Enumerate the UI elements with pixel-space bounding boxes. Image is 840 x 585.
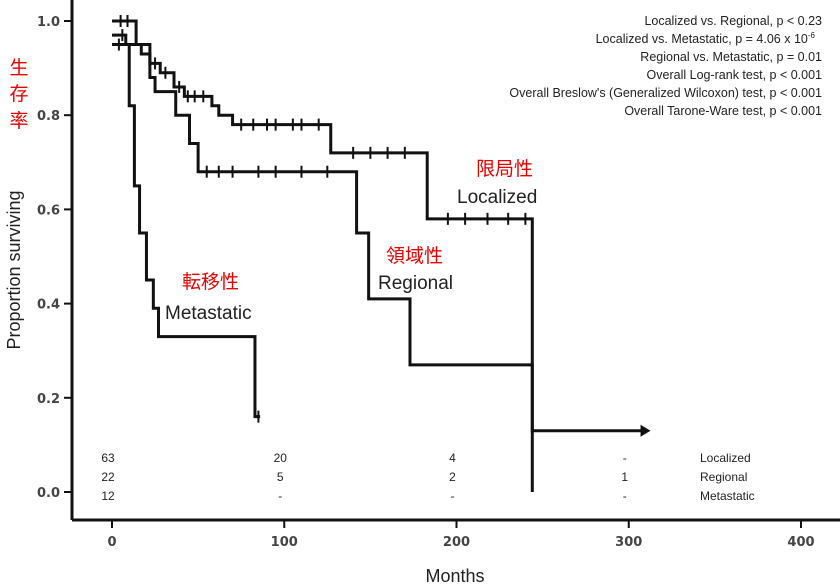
localized-arrow-icon	[640, 424, 651, 437]
censor-marks	[117, 15, 651, 437]
risk-regional-2: 2	[449, 470, 456, 484]
y-label-jp-3: 率	[9, 110, 28, 132]
metastatic-curve	[112, 33, 261, 419]
risk-localized-0: 63	[101, 451, 115, 465]
localized-label-jp: 限局性	[476, 158, 533, 180]
x-tick-label-3: 300	[615, 535, 642, 550]
localized-curve	[112, 19, 643, 433]
risk-regional-0: 22	[101, 470, 115, 484]
x-tick-label-2: 200	[443, 535, 470, 550]
stat-line-2: Localized vs. Metastatic, p = 4.06 x 10-…	[596, 31, 816, 46]
risk-label-localized: Localized	[700, 451, 751, 465]
stat-line-3: Regional vs. Metastatic, p = 0.01	[640, 50, 822, 64]
regional-label: Regional	[378, 273, 453, 294]
y-axis-title: Proportion surviving	[4, 190, 24, 349]
risk-metastatic-1: -	[278, 489, 282, 503]
y-tick-label-4: 0.8	[37, 109, 60, 124]
regional-curve	[112, 43, 534, 492]
x-tick-label-0: 0	[107, 535, 116, 550]
x-axis-title: Months	[425, 566, 484, 585]
y-tick-label-1: 0.2	[37, 392, 60, 407]
metastatic-label-jp: 転移性	[182, 271, 239, 293]
risk-metastatic-3: -	[623, 489, 627, 503]
stat-line-2-superscript: -6	[808, 31, 816, 40]
risk-regional-3: 1	[621, 470, 628, 484]
stat-line-4: Overall Log-rank test, p < 0.001	[647, 68, 822, 82]
y-tick-label-3: 0.6	[37, 203, 60, 218]
risk-regional-1: 5	[277, 470, 284, 484]
regional-label-jp: 領域性	[386, 245, 443, 267]
axis-ticks: 0.0 0.2 0.4 0.6 0.8 1.0 0 100 200 300 400	[37, 15, 815, 550]
x-tick-label-4: 400	[787, 535, 814, 550]
localized-label: Localized	[457, 187, 537, 208]
risk-localized-3: -	[623, 451, 627, 465]
risk-localized-2: 4	[449, 451, 456, 465]
risk-localized-1: 20	[274, 451, 288, 465]
y-tick-label-5: 1.0	[37, 15, 60, 30]
risk-label-regional: Regional	[700, 470, 747, 484]
survival-curves	[112, 19, 643, 492]
y-label-jp-1: 生	[9, 57, 28, 79]
x-tick-label-1: 100	[271, 535, 298, 550]
y-tick-label-2: 0.4	[37, 298, 60, 313]
risk-metastatic-2: -	[451, 489, 455, 503]
y-label-jp-2: 存	[9, 83, 28, 105]
risk-metastatic-0: 12	[101, 489, 115, 503]
y-tick-label-0: 0.0	[37, 486, 60, 501]
stat-line-6: Overall Tarone-Ware test, p < 0.001	[624, 104, 822, 118]
risk-table: 63 20 4 - Localized 22 5 2 1 Regional 12 - - - Metasta…	[101, 451, 754, 503]
stat-line-1: Localized vs. Regional, p < 0.23	[644, 14, 822, 28]
stat-line-5: Overall Breslow's (Generalized Wilcoxon)…	[509, 86, 822, 100]
stat-line-2-text: Localized vs. Metastatic, p = 4.06 x 10	[596, 32, 808, 46]
metastatic-label: Metastatic	[165, 303, 252, 324]
risk-label-metastatic: Metastatic	[700, 489, 755, 503]
